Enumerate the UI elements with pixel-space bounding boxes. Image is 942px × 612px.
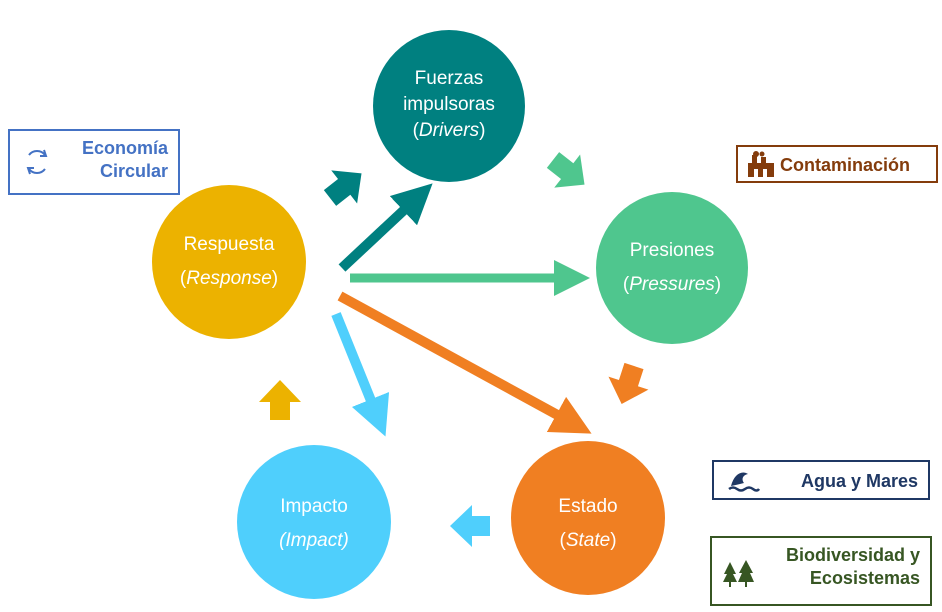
- feedback-arrow-to-impact: [331, 312, 390, 437]
- badge-biodiversidad-ecosistemas: Biodiversidad y Ecosistemas: [710, 536, 932, 606]
- badge-biodiversidad-label: Biodiversidad y Ecosistemas: [785, 545, 920, 588]
- node-response-line2: (Response): [180, 268, 278, 289]
- cycle-arrow-pressures-to-state: [608, 362, 649, 405]
- wave-icon: [728, 468, 761, 499]
- node-response-circle: [152, 185, 306, 339]
- node-impact-line1: Impacto: [280, 496, 348, 517]
- badge-agua-y-mares: Agua y Mares: [712, 460, 930, 500]
- node-state-line1: Estado: [558, 496, 617, 517]
- badge-economia-circular: Economía Circular: [8, 129, 180, 195]
- feedback-arrow-to-drivers: [338, 183, 433, 272]
- node-impact-circle: [237, 445, 391, 599]
- node-impact-line2: (Impact): [279, 530, 349, 551]
- node-drivers-line1: Fuerzas: [415, 68, 484, 89]
- node-pressures-line2: (Pressures): [623, 274, 721, 295]
- badge-contaminacion-label: Contaminación: [780, 155, 911, 175]
- circular-arrows-icon: [22, 147, 52, 182]
- node-pressures-line1: Presiones: [630, 240, 715, 261]
- node-state-line2: (State): [559, 530, 616, 551]
- cycle-arrow-drivers-to-pressures: [546, 152, 585, 188]
- node-state-circle: [511, 441, 665, 595]
- node-drivers-circle: [373, 30, 525, 182]
- cycle-arrow-impact-to-response: [259, 380, 301, 420]
- cycle-arrow-response-to-drivers: [323, 170, 362, 206]
- badge-economia-label: Economía Circular: [81, 138, 168, 181]
- badge-contaminacion: Contaminación: [736, 145, 938, 183]
- node-pressures-circle: [596, 192, 748, 344]
- node-drivers-line2: impulsoras: [403, 94, 495, 115]
- factory-icon: [746, 151, 776, 184]
- trees-icon: [722, 558, 756, 593]
- node-drivers-line3: (Drivers): [413, 120, 486, 141]
- node-response-line1: Respuesta: [184, 234, 275, 255]
- badge-agua-label: Agua y Mares: [800, 471, 918, 491]
- cycle-arrow-state-to-impact: [450, 505, 490, 547]
- feedback-arrow-to-state: [337, 291, 592, 434]
